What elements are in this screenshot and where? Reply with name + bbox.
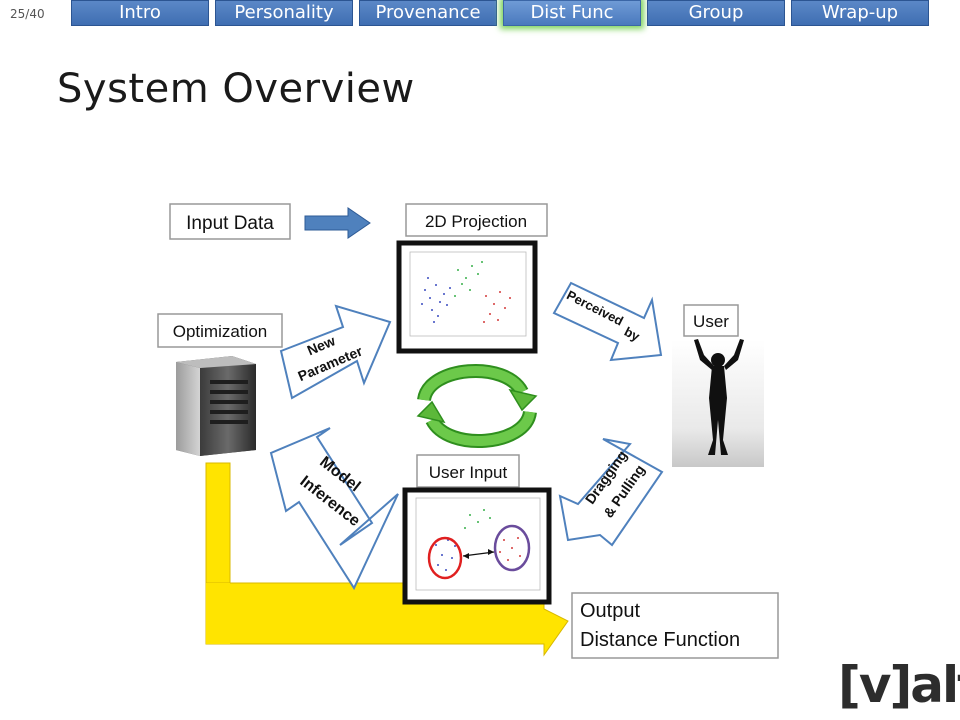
- new-parameter-arrow: New Parameter: [279, 304, 392, 400]
- output-label-line2: Distance Function: [580, 629, 740, 651]
- projection-scatterplot: [396, 240, 538, 354]
- perceived-by-arrow: Perceived by: [552, 281, 663, 362]
- input-arrow: [304, 207, 371, 239]
- optimization-box: Optimization: [157, 313, 283, 348]
- tab-provenance[interactable]: Provenance: [359, 0, 497, 26]
- iteration-cycle-icon: [416, 363, 538, 449]
- valt-logo: [v]alt: [838, 656, 960, 714]
- tab-group[interactable]: Group: [647, 0, 785, 26]
- tab-wrap-up[interactable]: Wrap-up: [791, 0, 929, 26]
- user-silhouette-image: [672, 339, 764, 467]
- output-box: Output Distance Function: [571, 592, 779, 659]
- selected-cluster-left: [427, 536, 463, 580]
- user-label-box: User: [683, 304, 739, 337]
- projection-label-box: 2D Projection: [405, 203, 548, 237]
- server-icon: [176, 356, 256, 456]
- section-nav-bar: Intro Personality Provenance Dist Func G…: [0, 0, 960, 28]
- selected-cluster-right: [493, 524, 531, 572]
- user-input-label-box: User Input: [416, 454, 520, 488]
- slide-number: 25/40: [10, 7, 45, 21]
- user-label: User: [693, 312, 729, 331]
- tab-intro[interactable]: Intro: [71, 0, 209, 26]
- output-label-line1: Output: [580, 600, 640, 622]
- perceived-by-label-2: by: [622, 324, 643, 345]
- projection-label: 2D Projection: [425, 212, 527, 231]
- tab-personality[interactable]: Personality: [215, 0, 353, 26]
- input-data-label: Input Data: [186, 213, 274, 234]
- tab-dist-func[interactable]: Dist Func: [503, 0, 641, 26]
- dragging-pulling-arrow: Dragging & Pulling: [558, 438, 664, 547]
- optimization-label: Optimization: [173, 322, 267, 341]
- model-inference-arrow: Model Inference: [269, 427, 399, 591]
- slide-title: System Overview: [57, 66, 415, 112]
- user-input-label: User Input: [429, 463, 508, 482]
- user-input-scatterplot: [402, 487, 552, 605]
- input-data-box: Input Data: [169, 203, 291, 240]
